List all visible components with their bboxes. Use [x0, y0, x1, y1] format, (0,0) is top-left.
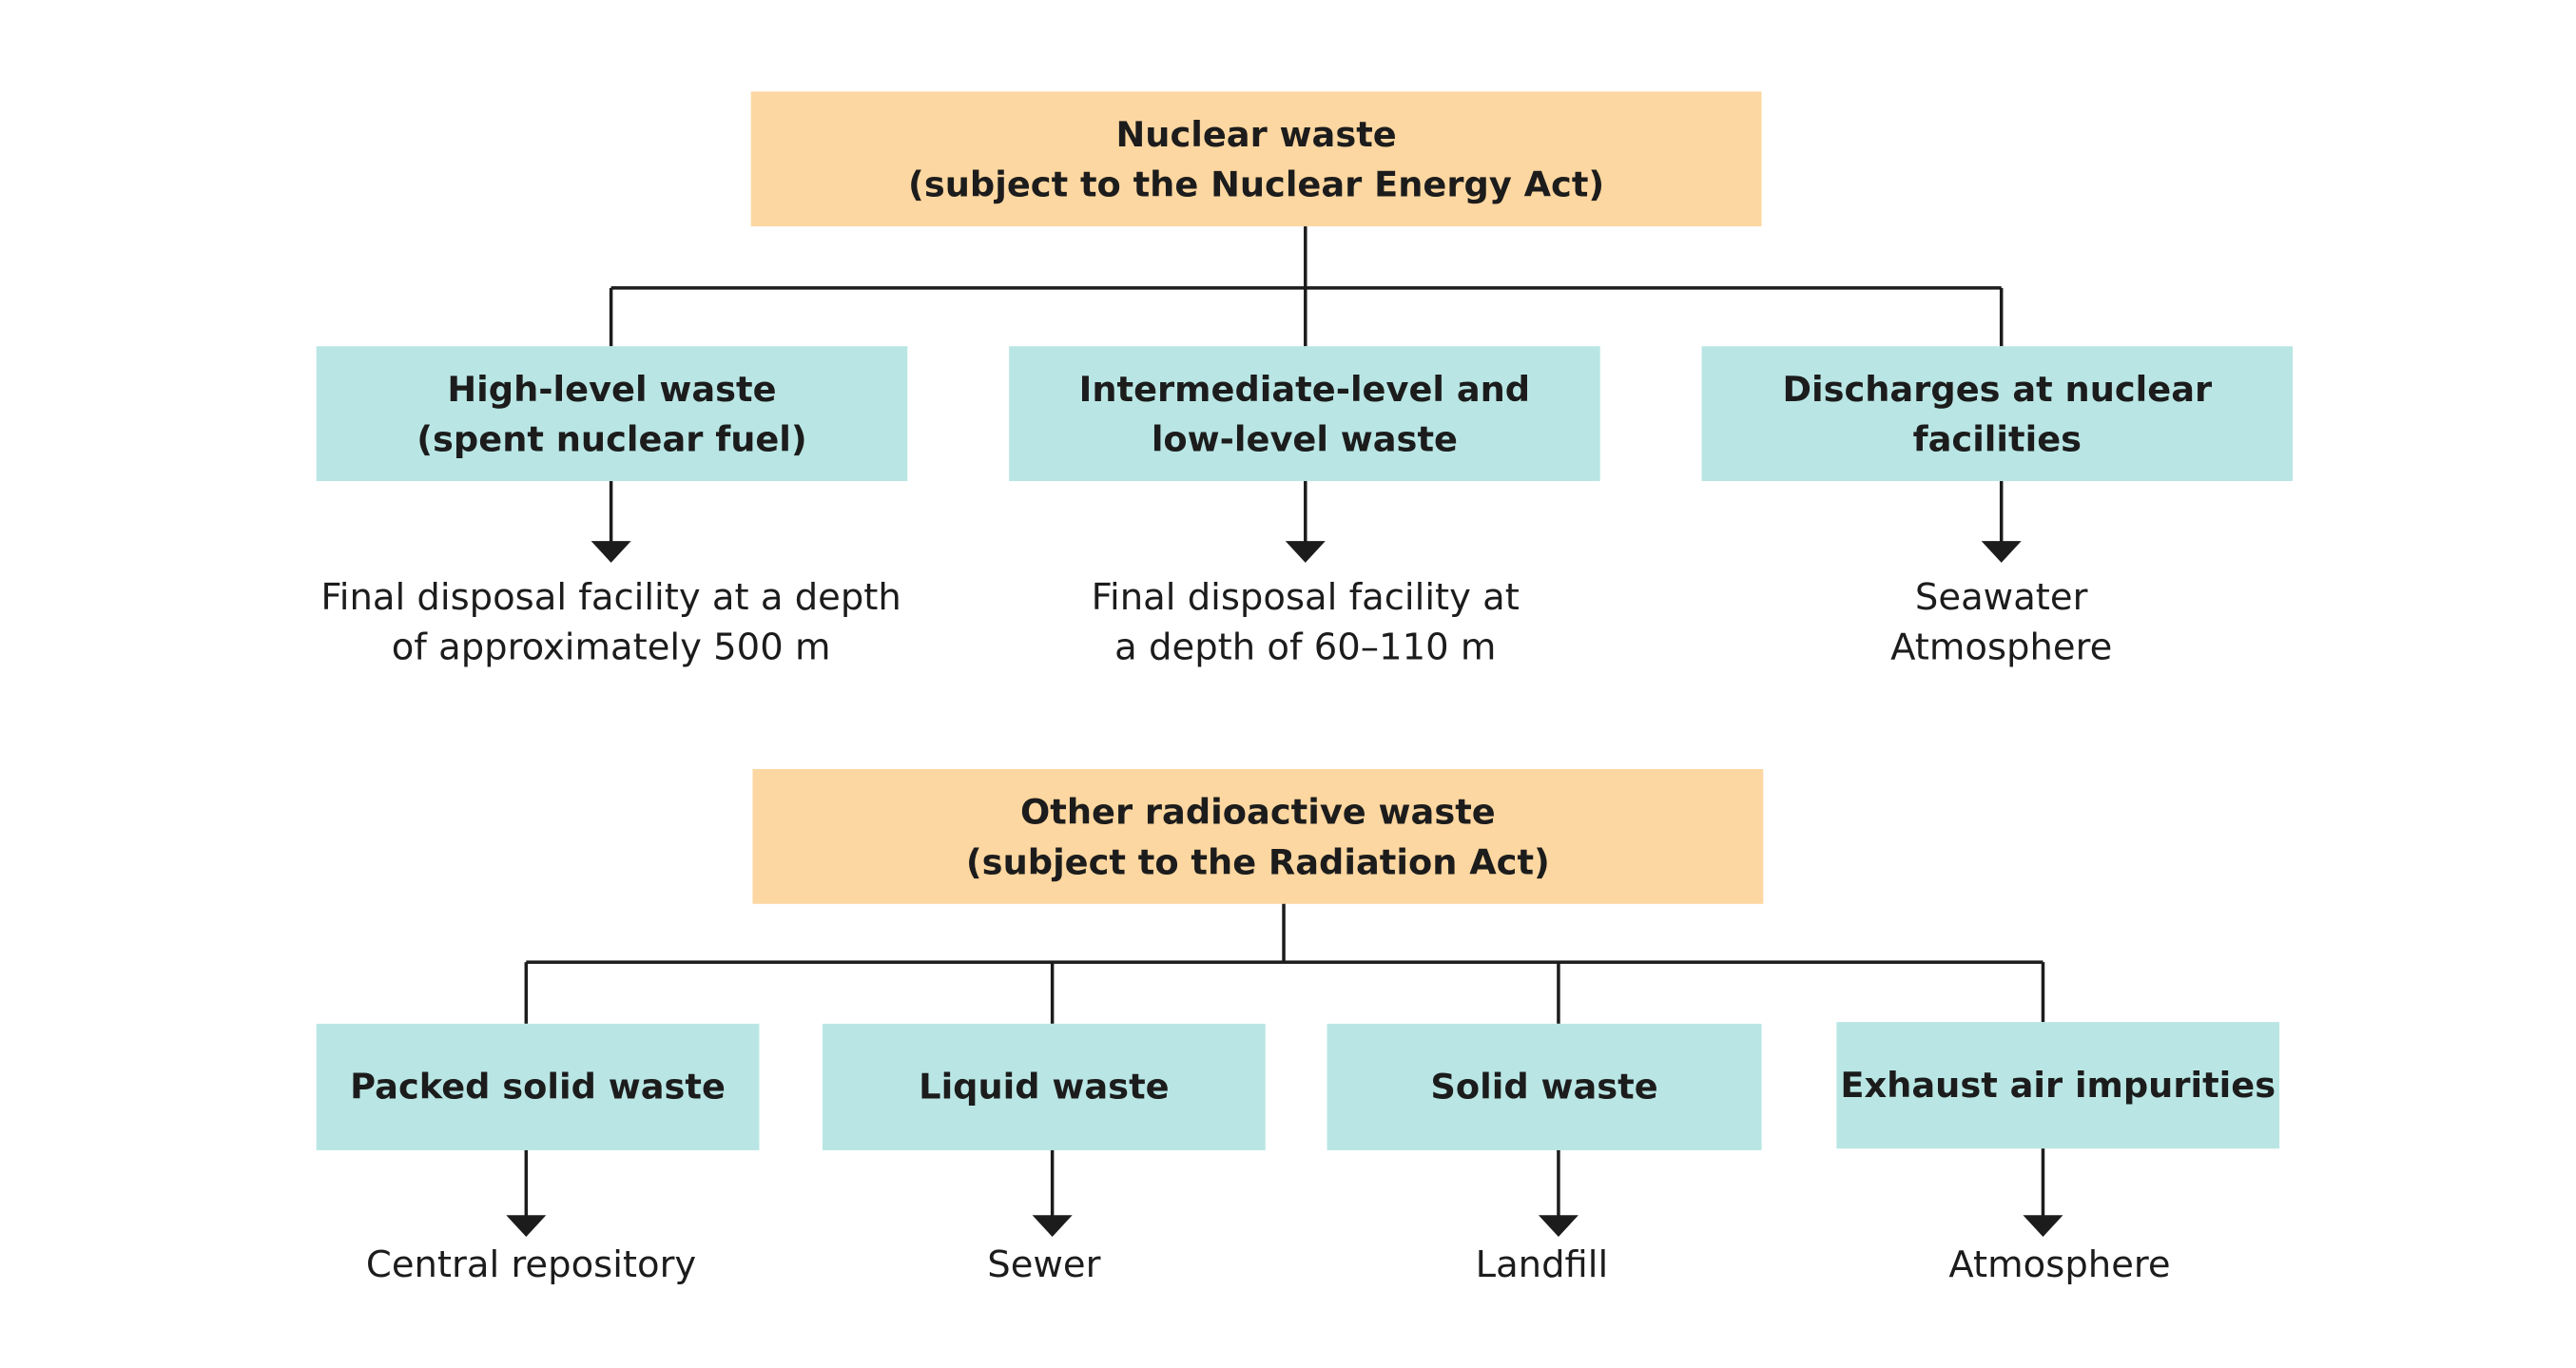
liquid-waste-destination: Sewer: [987, 1244, 1101, 1287]
arrow-down-icon: [1538, 1215, 1579, 1237]
nuclear-discharges-box: Discharges at nuclear facilities: [1701, 346, 2294, 482]
intermediate-level-destination: Final disposal facility at a depth of 60…: [1091, 577, 1520, 669]
other-radioactive-waste-box: Other radioactive waste (subject to the …: [752, 768, 1764, 904]
exhaust-air-impurities-box: Exhaust air impurities: [1836, 1022, 2280, 1149]
intermediate-low-level-waste-box: Intermediate-level and low-level waste: [1009, 346, 1600, 482]
arrow-down-icon: [506, 1215, 547, 1237]
discharges-destination: Seawater Atmosphere: [1890, 577, 2113, 669]
arrow-down-icon: [591, 541, 631, 563]
arrow-down-icon: [1981, 541, 2022, 563]
packed-solid-waste-destination: Central repository: [365, 1244, 697, 1287]
arrow-down-icon: [1285, 541, 1326, 563]
arrow-down-icon: [2023, 1215, 2063, 1237]
packed-solid-waste-box: Packed solid waste: [316, 1023, 760, 1150]
liquid-waste-box: Liquid waste: [822, 1023, 1266, 1150]
high-level-destination: Final disposal facility at a depth of ap…: [320, 577, 901, 669]
solid-waste-destination: Landfill: [1475, 1244, 1609, 1287]
exhaust-air-destination: Atmosphere: [1948, 1244, 2171, 1287]
high-level-waste-box: High-level waste (spent nuclear fuel): [316, 346, 908, 482]
solid-waste-box: Solid waste: [1327, 1023, 1762, 1150]
nuclear-waste-box: Nuclear waste (subject to the Nuclear En…: [750, 91, 1762, 227]
arrow-down-icon: [1032, 1215, 1073, 1237]
